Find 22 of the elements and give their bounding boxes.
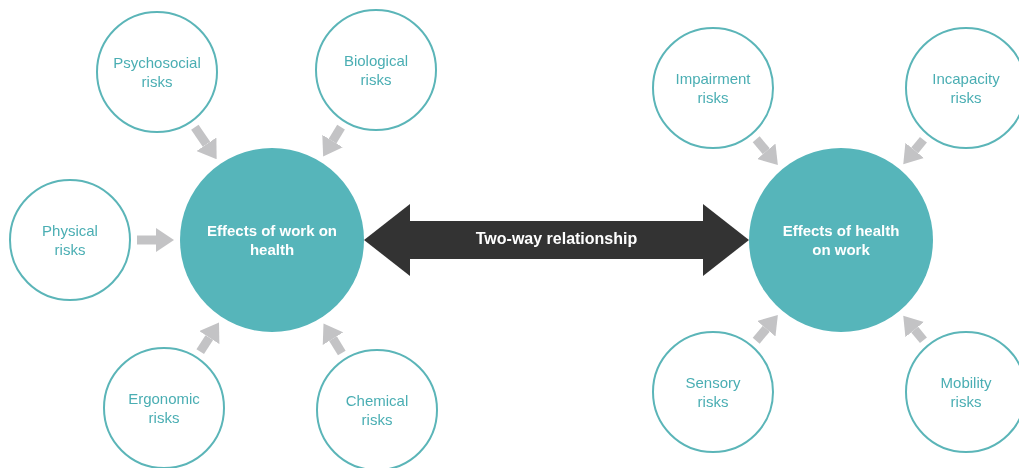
arrow <box>137 228 174 252</box>
risk-label: Physical risks <box>41 221 99 259</box>
risk-label: Ergonomic risks <box>127 389 201 427</box>
double-arrow <box>364 204 749 276</box>
arrow <box>903 136 927 165</box>
arrow <box>322 323 346 356</box>
topic-text: Effects of work on health <box>206 221 338 259</box>
arrow <box>191 124 217 160</box>
risk-label: Psychosocial risks <box>112 53 202 91</box>
risk-label: Chemical risks <box>344 391 410 429</box>
arrow <box>322 124 345 157</box>
topic-text: Effects of health on work <box>781 221 901 259</box>
arrow <box>196 322 220 355</box>
risk-label: Biological risks <box>342 51 410 89</box>
arrow <box>752 314 778 344</box>
arrow <box>752 136 778 166</box>
arrow <box>903 315 927 344</box>
risk-label: Incapacity risks <box>931 69 1001 107</box>
risk-label: Mobility risks <box>939 373 993 411</box>
risk-label: Impairment risks <box>674 69 752 107</box>
edge-label: Two-way relationship <box>475 230 638 248</box>
risk-label: Sensory risks <box>684 373 742 411</box>
